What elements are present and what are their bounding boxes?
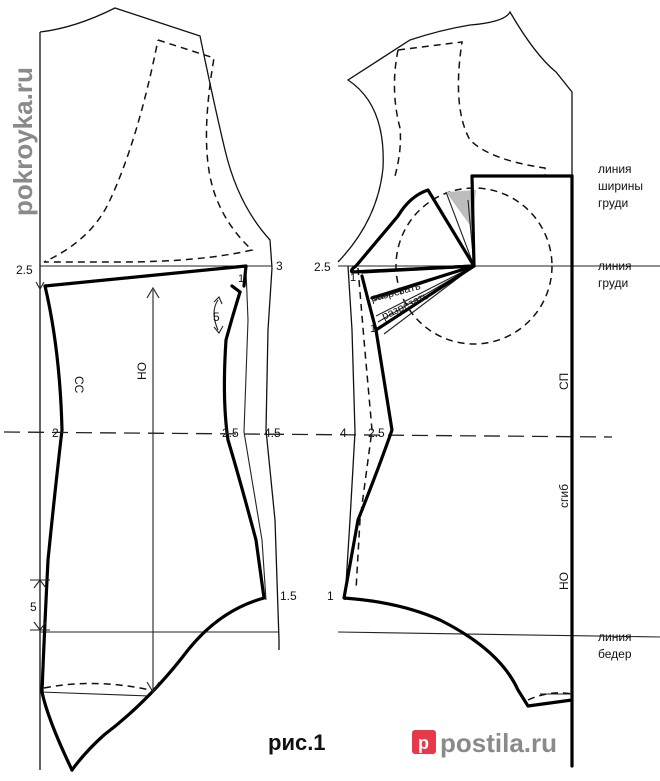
figure-caption: рис.1	[268, 730, 326, 755]
back-center-seam	[40, 284, 74, 772]
back-mark-1: 1	[238, 273, 244, 285]
front-outline	[337, 10, 573, 760]
postila-logo-icon	[412, 730, 436, 754]
back-mark-5-hip: 5	[30, 600, 37, 614]
front-mark-4: 4	[340, 426, 347, 440]
front-dart-contour	[349, 188, 476, 274]
back-label-cc: СС	[72, 376, 86, 394]
front-dashed-armhole	[397, 41, 546, 176]
back-no-arrow-bottom	[146, 681, 160, 694]
front-chest-contour	[470, 174, 574, 268]
watermark-bottom-logo: p postila.ru	[412, 728, 557, 758]
back-side-seam	[70, 290, 266, 772]
front-pattern: 2.5 1 1 4 2.5 1 разрезать разрезать СП с…	[314, 10, 660, 768]
back-no-arrow-top	[146, 286, 160, 299]
watermark-left: pokroyka.ru	[8, 67, 38, 216]
chest-width-label-3: груди	[598, 196, 628, 210]
back-pattern: 3 2.5 1 5 2 2.5 4.5 1.5 5 СС НО	[16, 7, 297, 772]
back-dart-arrow	[213, 299, 219, 331]
front-dashed-side	[355, 267, 373, 591]
front-mark-2-5-waist: 2.5	[368, 426, 385, 440]
back-dart-arrowhead-bottom	[213, 325, 224, 334]
back-mark-3: 3	[276, 259, 283, 273]
back-mark-1-5: 1.5	[280, 589, 297, 603]
back-dart-arrowhead-top	[213, 296, 223, 305]
back-dart-inner	[243, 269, 267, 601]
back-outline	[39, 7, 280, 650]
back-mark-2-5-top: 2.5	[16, 263, 33, 277]
hip-line-label-1: линия	[598, 630, 632, 644]
back-dashed-hem	[43, 682, 151, 691]
front-dart-shading	[446, 190, 476, 228]
hip-line-label-2: бедер	[598, 647, 632, 661]
watermark-bottom: postila.ru	[440, 728, 557, 758]
front-label-sp: СП	[557, 373, 571, 390]
back-top-arrow	[35, 281, 45, 291]
front-side-guide	[344, 265, 356, 601]
front-mark-2-5-top: 2.5	[314, 260, 331, 274]
front-label-fold: сгиб	[557, 484, 571, 508]
front-dashed-hem	[527, 692, 573, 701]
back-hem-guide	[39, 691, 151, 697]
front-label-no: НО	[557, 572, 571, 590]
back-mark-4-5: 4.5	[264, 426, 281, 440]
bust-line-label-2: груди	[598, 276, 628, 290]
bust-line-label-1: линия	[598, 259, 632, 273]
waist-axis	[3, 431, 613, 438]
front-mark-1-side: 1	[370, 323, 376, 335]
back-mark-5-dart: 5	[213, 310, 220, 324]
front-mark-1-top: 1	[350, 272, 356, 284]
back-label-no: НО	[135, 362, 149, 380]
chest-width-label-1: линия	[598, 162, 632, 176]
front-dashed-neck	[393, 49, 402, 177]
back-dart	[230, 284, 242, 294]
front-side-seam	[342, 274, 574, 708]
back-mark-2-5-waist: 2.5	[222, 426, 239, 440]
chest-width-label-2: ширины	[598, 179, 643, 193]
postila-logo-letter: p	[418, 733, 429, 753]
front-hip-line	[337, 631, 660, 638]
back-shoulder-seam	[43, 264, 248, 288]
back-dashed-neckline	[43, 39, 254, 263]
front-cut-wedges	[360, 264, 476, 332]
front-mark-1-hip: 1	[327, 589, 334, 603]
